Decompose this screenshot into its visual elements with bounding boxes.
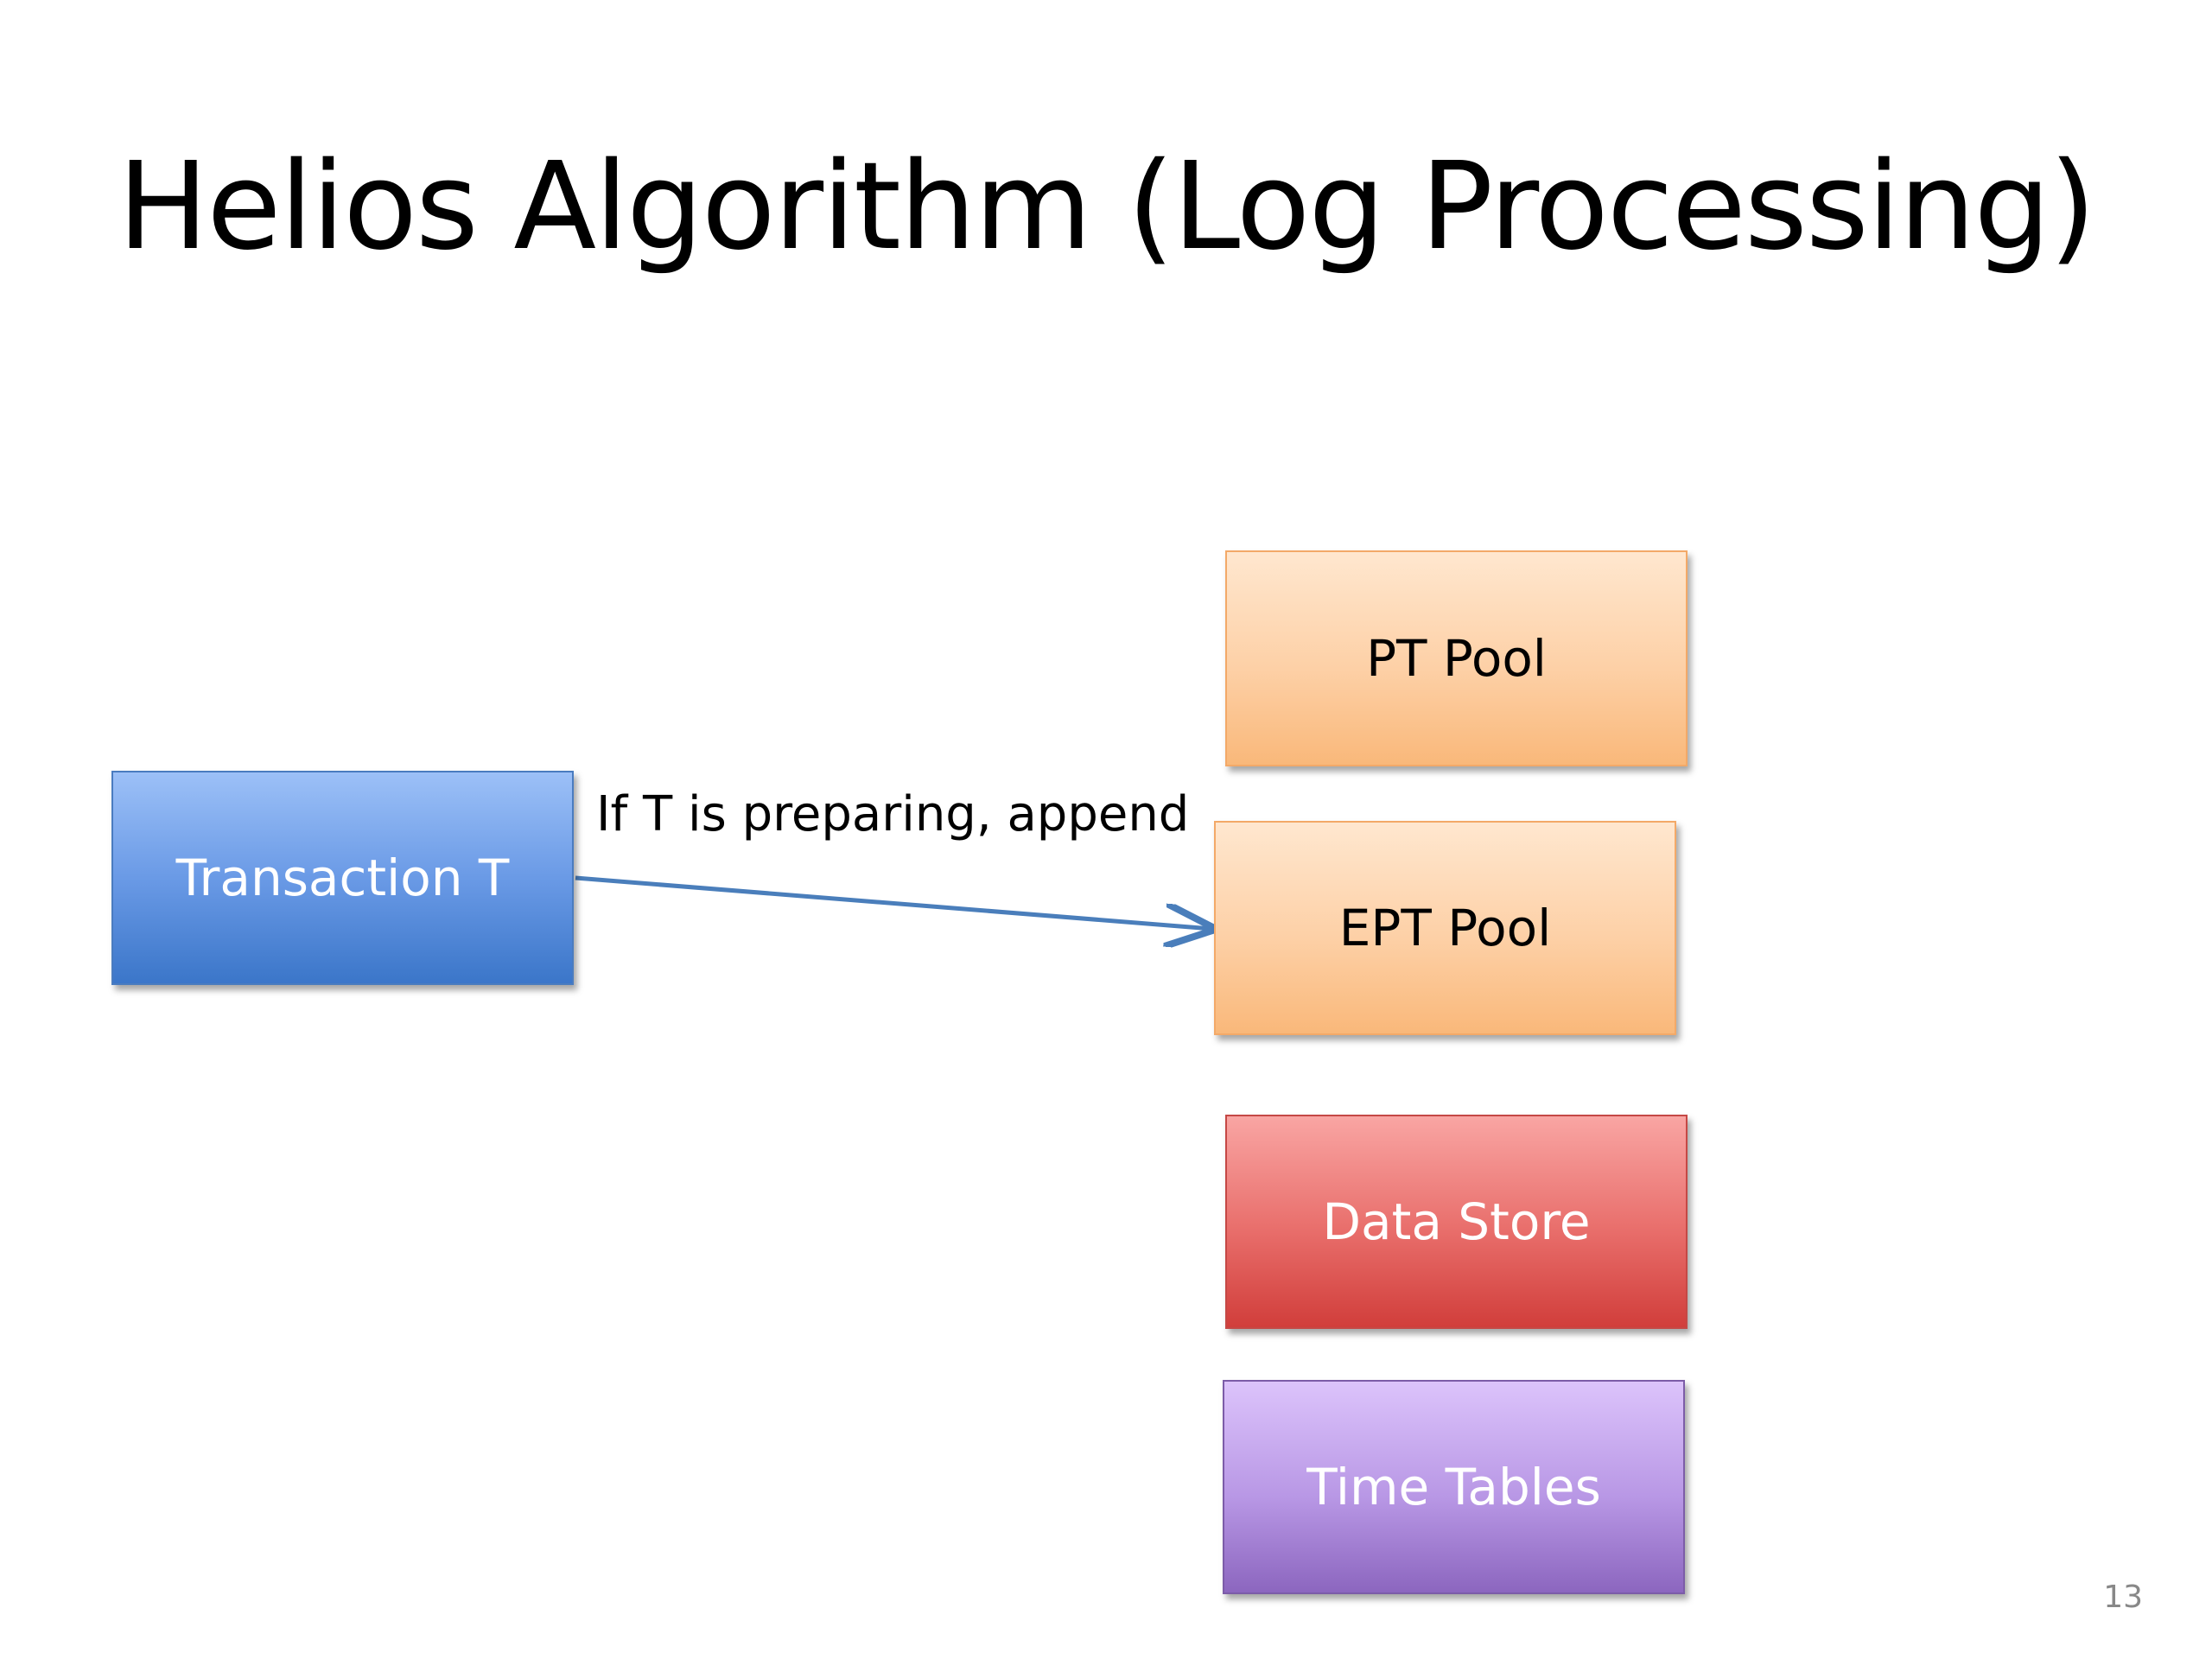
node-time-tables: Time Tables	[1223, 1380, 1685, 1594]
page-number: 13	[2103, 1580, 2143, 1615]
slide-title: Helios Algorithm (Log Processing)	[118, 137, 2096, 277]
node-transaction: Transaction T	[111, 771, 574, 985]
node-ept-pool: EPT Pool	[1214, 821, 1676, 1035]
node-data-store: Data Store	[1225, 1115, 1688, 1329]
node-pt-pool: PT Pool	[1225, 550, 1688, 766]
node-ept-pool-label: EPT Pool	[1338, 899, 1552, 957]
node-time-tables-label: Time Tables	[1306, 1458, 1601, 1516]
node-data-store-label: Data Store	[1322, 1192, 1591, 1251]
edge-label-append: If T is preparing, append	[596, 786, 1190, 842]
edge-transaction-to-ept-pool	[575, 875, 1212, 929]
node-pt-pool-label: PT Pool	[1366, 629, 1547, 688]
node-transaction-label: Transaction T	[175, 849, 510, 907]
